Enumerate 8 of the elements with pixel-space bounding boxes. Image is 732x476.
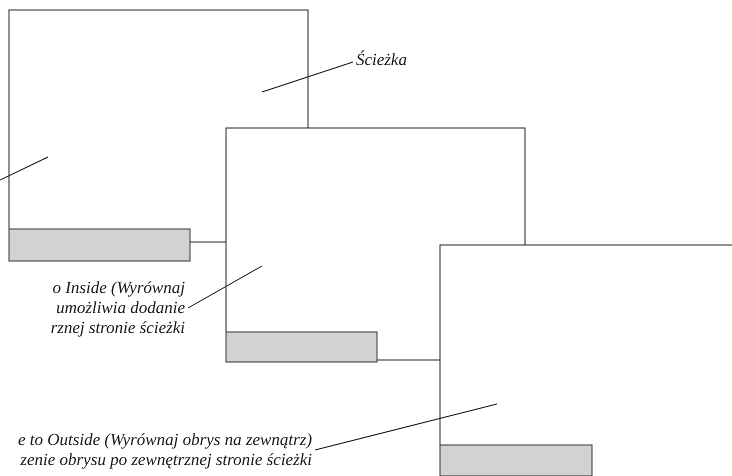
leader-line (314, 404, 498, 450)
leader-line (0, 156, 48, 180)
stepped-path-drawing (8, 10, 732, 476)
callout-text: Ścieżka (356, 50, 407, 70)
leader-line (188, 266, 262, 308)
callout-text: o Inside (Wyrównaj umożliwia dodanie rznej stronie ścieżki (50, 278, 185, 338)
leader-line (262, 62, 354, 92)
callout-text: e to Outside (Wyrównaj obrys na zewnątrz) zenie obrysu po zewnętrznej stronie ścieżki (18, 430, 312, 470)
